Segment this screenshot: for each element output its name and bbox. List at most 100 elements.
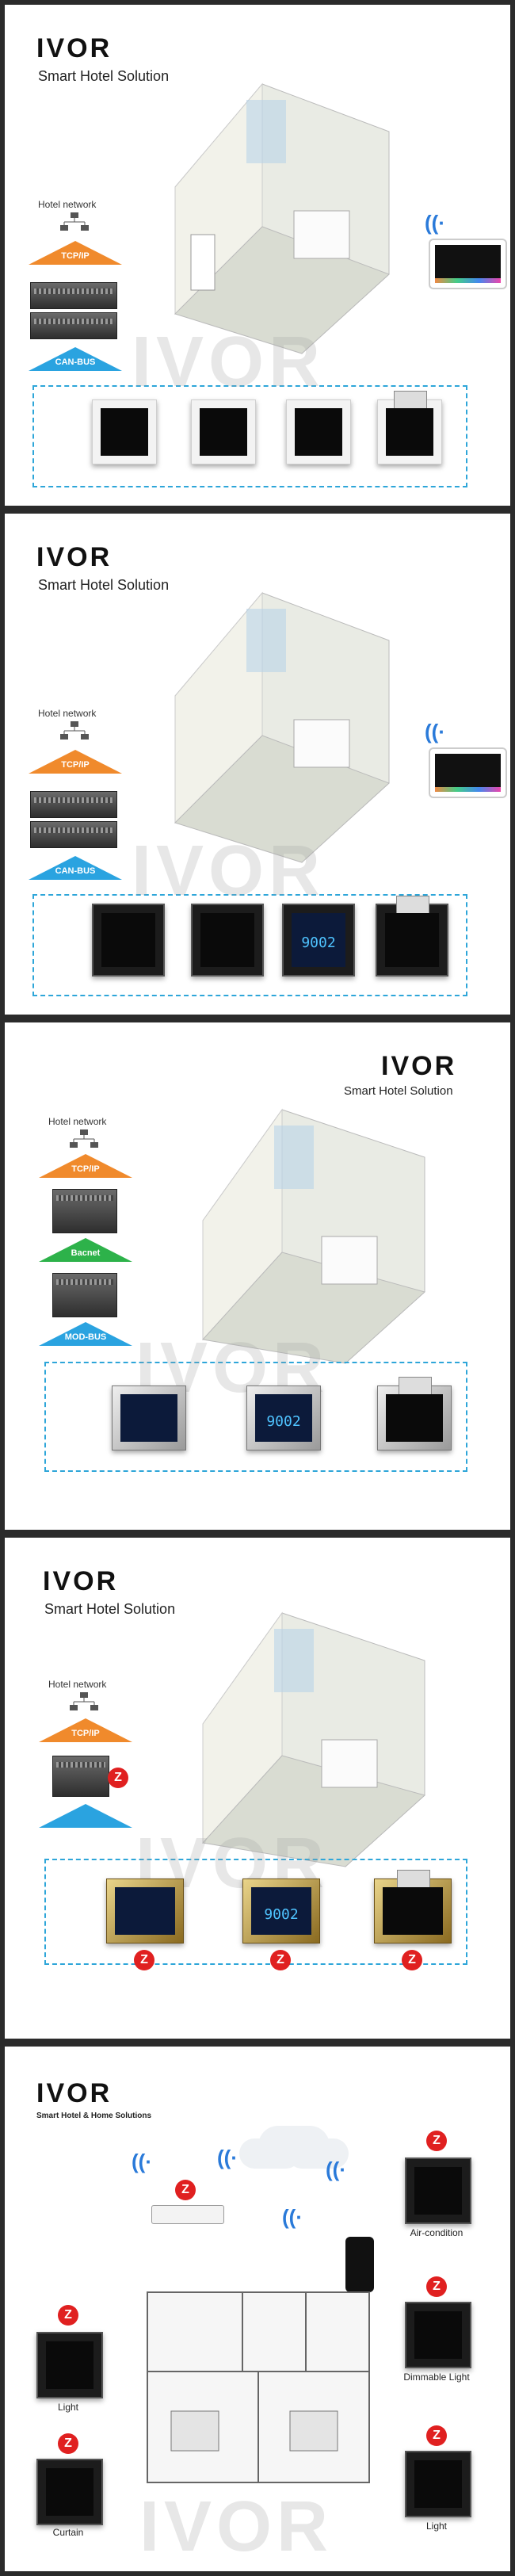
network-label: Hotel network — [48, 1679, 107, 1690]
network-icon — [70, 1692, 98, 1710]
controller-device — [30, 791, 117, 818]
zigbee-icon: Z — [175, 2180, 196, 2200]
device-label: Light — [425, 2521, 448, 2532]
light-switch — [112, 1385, 186, 1450]
zigbee-icon: Z — [402, 1950, 422, 1970]
zigbee-icon: Z — [426, 2276, 447, 2297]
zigbee-gateway — [151, 2205, 224, 2224]
wifi-icon: ((· — [425, 720, 445, 743]
panel-1: IVOR Smart Hotel Solution Hotel network … — [5, 5, 510, 506]
aircondition-switch — [405, 2157, 471, 2224]
keycard-switch — [376, 896, 448, 977]
controller-device — [52, 1189, 117, 1233]
panel-5: IVOR Smart Hotel & Home Solutions ((· ((… — [5, 2047, 510, 2571]
doorbell-switch: 9002 — [246, 1385, 321, 1450]
panel-3: IVOR Smart Hotel Solution Hotel network … — [5, 1022, 510, 1530]
tagline: Smart Hotel & Home Solutions — [36, 2112, 152, 2120]
controller-device — [30, 312, 117, 339]
bus-connection-box — [44, 1362, 467, 1472]
cloud-icon — [258, 2126, 330, 2165]
light-switch — [36, 2332, 103, 2398]
protocol-tcpip: TCP/IP — [39, 1154, 132, 1178]
tablet-controller — [429, 239, 507, 289]
device-label: Dimmable Light — [403, 2372, 470, 2383]
network-icon — [60, 721, 89, 740]
light-switch — [106, 1878, 184, 1943]
room-number: 9002 — [266, 1413, 301, 1430]
panel-2: IVOR Smart Hotel Solution Hotel network … — [5, 514, 510, 1015]
zigbee-icon: Z — [270, 1950, 291, 1970]
controller-device — [52, 1273, 117, 1317]
logo: IVOR — [381, 1051, 457, 1081]
network-label: Hotel network — [48, 1116, 107, 1127]
room-illustration — [202, 1611, 426, 1867]
thermostat-switch — [92, 399, 157, 464]
protocol-tcpip: TCP/IP — [29, 750, 122, 774]
room-number: 9002 — [301, 934, 336, 952]
logo: IVOR — [36, 33, 113, 63]
watermark: IVOR — [132, 323, 326, 402]
doorbell-switch: 9002 — [282, 904, 355, 977]
wifi-icon: ((· — [132, 2150, 152, 2173]
protocol-label: TCP/IP — [71, 1164, 100, 1174]
network-icon — [60, 212, 89, 231]
panel-subtitle: Smart Hotel Solution — [44, 1601, 176, 1617]
room-illustration — [174, 82, 390, 354]
zigbee-icon: Z — [426, 2425, 447, 2446]
wifi-icon: ((· — [326, 2157, 346, 2181]
logo: IVOR — [36, 542, 113, 572]
keycard-switch — [374, 1870, 452, 1943]
logo: IVOR — [43, 1566, 119, 1596]
protocol-modbus: MOD-BUS — [39, 1322, 132, 1346]
wifi-icon: ((· — [425, 211, 445, 235]
tablet-controller — [429, 747, 507, 798]
controller-device — [30, 821, 117, 848]
panel-4: IVOR Smart Hotel Solution Hotel network … — [5, 1538, 510, 2039]
protocol-bacnet: Bacnet — [39, 1238, 132, 1262]
keycard-switch — [377, 1377, 452, 1450]
device-label: Curtain — [52, 2527, 84, 2538]
protocol-tcpip: TCP/IP — [29, 241, 122, 265]
panel-subtitle: Smart Hotel Solution — [344, 1084, 453, 1098]
network-label: Hotel network — [38, 708, 97, 719]
bus-connection-box — [32, 385, 467, 487]
bus-connection-box — [44, 1859, 467, 1965]
zigbee-gateway — [52, 1756, 109, 1797]
curtain-switch — [36, 2459, 103, 2525]
protocol-label: TCP/IP — [61, 251, 90, 261]
network-icon — [70, 1129, 98, 1148]
light-switch — [191, 399, 256, 464]
room-illustration — [202, 1108, 426, 1364]
bus-connection-box — [32, 894, 467, 996]
protocol-label: TCP/IP — [61, 760, 90, 770]
smartphone — [345, 2237, 374, 2292]
protocol-label: CAN-BUS — [55, 357, 96, 367]
network-label: Hotel network — [38, 199, 97, 210]
light-switch — [405, 2451, 471, 2517]
protocol-label: Bacnet — [71, 1248, 101, 1258]
panel-subtitle: Smart Hotel Solution — [38, 577, 170, 593]
protocol-canbus: CAN-BUS — [29, 856, 122, 880]
zigbee-icon: Z — [426, 2131, 447, 2151]
device-label: Air-condition — [410, 2227, 464, 2238]
protocol-label: CAN-BUS — [55, 866, 96, 876]
protocol-canbus: CAN-BUS — [29, 347, 122, 371]
floor-plan — [147, 2291, 370, 2483]
protocol-label: TCP/IP — [71, 1729, 100, 1738]
device-label: Light — [57, 2402, 79, 2413]
wifi-icon: ((· — [282, 2205, 303, 2229]
zigbee-icon: Z — [108, 1768, 128, 1788]
keycard-switch — [377, 391, 442, 464]
protocol-label: MOD-BUS — [64, 1332, 107, 1342]
thermostat-switch — [92, 904, 165, 977]
protocol-tcpip: TCP/IP — [39, 1718, 132, 1742]
controller-device — [30, 282, 117, 309]
wifi-icon: ((· — [217, 2146, 238, 2169]
watermark: IVOR — [132, 831, 326, 911]
watermark: IVOR — [139, 2487, 334, 2566]
zigbee-icon: Z — [58, 2433, 78, 2454]
room-illustration — [174, 591, 390, 863]
doorbell-switch — [286, 399, 351, 464]
doorbell-switch: 9002 — [242, 1878, 320, 1943]
dimmable-light-switch — [405, 2302, 471, 2368]
